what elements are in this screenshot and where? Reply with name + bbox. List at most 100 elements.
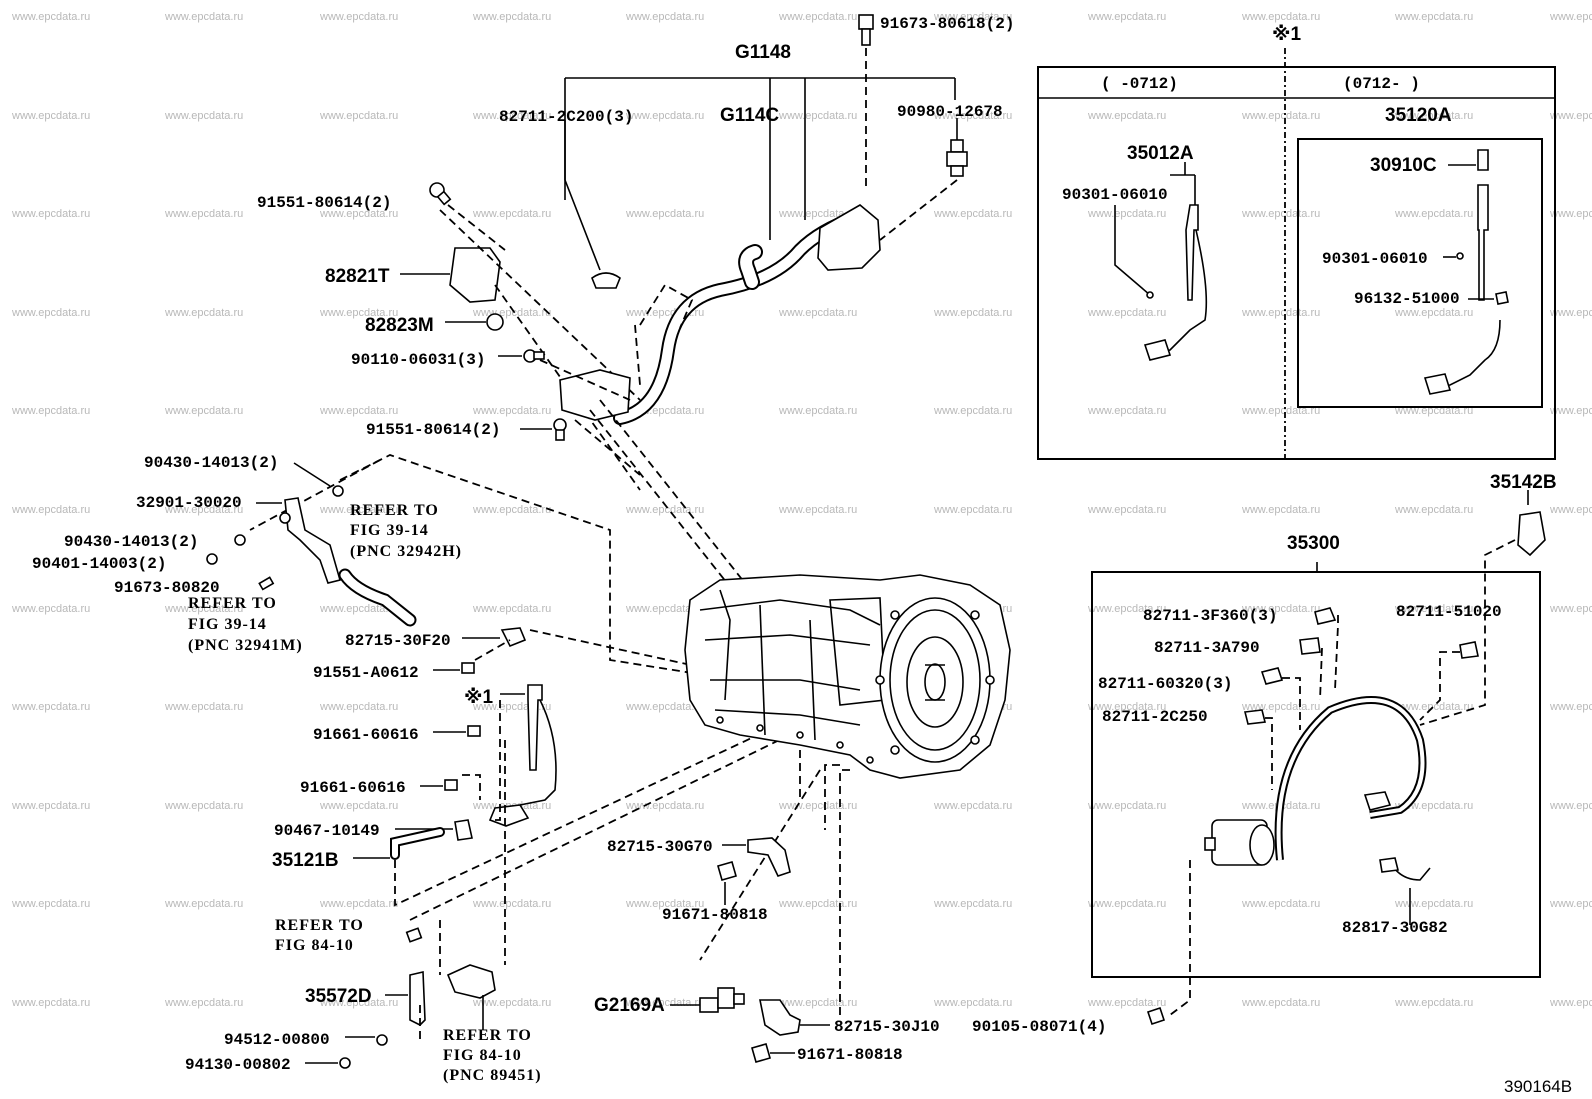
bolt-91551-80614-lower <box>553 418 567 441</box>
washer-90401-14003 <box>206 553 218 565</box>
wire-harness-inner <box>615 213 860 423</box>
label-90430-14013-b: 90430-14013(2) <box>64 533 198 551</box>
watermark-text: www.epcdata.ru <box>1087 307 1166 319</box>
watermark-text: www.epcdata.ru <box>625 800 704 812</box>
watermark-text: www.epcdata.ru <box>11 504 90 516</box>
sensor-35120a-wire <box>1429 319 1501 389</box>
watermark-text: www.epcdata.ru <box>11 11 90 23</box>
watermark-text: www.epcdata.ru <box>164 504 243 516</box>
note-refer-84-10-b-l2: FIG 84-10 <box>443 1047 522 1064</box>
watermark-text: www.epcdata.ru <box>1394 504 1473 516</box>
nut-90430-14013-b <box>279 512 291 524</box>
washer-94512-00800 <box>376 1034 388 1046</box>
sensor-35120a <box>1477 184 1489 301</box>
watermark-text: www.epcdata.ru <box>1241 997 1320 1009</box>
watermark-text: www.epcdata.ru <box>778 11 857 23</box>
watermark-text: www.epcdata.ru <box>1549 405 1592 417</box>
label-82821t: 82821T <box>325 266 390 287</box>
mount-bracket <box>446 964 496 999</box>
watermark-text: www.epcdata.ru <box>164 110 243 122</box>
label-box-right-header: (0712- ) <box>1343 75 1420 93</box>
watermark-text: www.epcdata.ru <box>319 898 398 910</box>
label-82711-2c200: 82711-2C200(3) <box>499 108 633 126</box>
watermark-text: www.epcdata.ru <box>1549 307 1592 319</box>
nut-90430-14013 <box>332 485 344 497</box>
clip-82817-30g82 <box>1379 857 1399 873</box>
watermark-text: www.epcdata.ru <box>164 701 243 713</box>
label-91673-80618: 91673-80618(2) <box>880 15 1014 33</box>
sensor-35012a <box>1185 204 1199 301</box>
diagram-id: 390164B <box>1504 1077 1572 1096</box>
watermark-text: www.epcdata.ru <box>472 405 551 417</box>
label-91671-80818-a: 91671-80818 <box>662 906 768 924</box>
watermark-text: www.epcdata.ru <box>11 307 90 319</box>
leader-dash <box>1334 615 1339 691</box>
label-82711-3f360: 82711-3F360(3) <box>1143 607 1277 625</box>
watermark-text: www.epcdata.ru <box>625 11 704 23</box>
clamp-82715-30f20 <box>500 627 527 648</box>
label-35121b: 35121B <box>272 850 339 871</box>
watermark-text: www.epcdata.ru <box>625 208 704 220</box>
watermark-text: www.epcdata.ru <box>1394 701 1473 713</box>
watermark-text: www.epcdata.ru <box>625 997 704 1009</box>
label-g114c: G114C <box>720 105 779 126</box>
watermark-text: www.epcdata.ru <box>11 800 90 812</box>
label-96132-51000: 96132-51000 <box>1354 290 1460 308</box>
connector-bracket <box>559 369 631 421</box>
label-94130-00802: 94130-00802 <box>185 1056 291 1074</box>
watermark-text: www.epcdata.ru <box>933 11 1012 23</box>
label-90401-14003: 90401-14003(2) <box>32 555 166 573</box>
watermark-text: www.epcdata.ru <box>933 208 1012 220</box>
watermark-text: www.epcdata.ru <box>1394 603 1473 615</box>
label-35300: 35300 <box>1287 533 1340 554</box>
label-82711-3a790: 82711-3A790 <box>1154 639 1260 657</box>
label-90467-10149: 90467-10149 <box>274 822 380 840</box>
leader-dash <box>824 764 840 830</box>
leader-line <box>293 462 331 487</box>
watermark-text: www.epcdata.ru <box>164 405 243 417</box>
watermark-text: www.epcdata.ru <box>625 701 704 713</box>
note-refer-84-10-b-l3: (PNC 89451) <box>443 1067 542 1084</box>
watermark-text: www.epcdata.ru <box>1394 11 1473 23</box>
transmission-assembly <box>684 574 1011 779</box>
cable-35300-inner <box>1276 698 1425 861</box>
watermark-text: www.epcdata.ru <box>11 405 90 417</box>
watermark-text: www.epcdata.ru <box>1087 405 1166 417</box>
sensor-35012a-wire <box>1149 229 1208 356</box>
watermark-text: www.epcdata.ru <box>164 307 243 319</box>
sensor-connector <box>488 804 530 827</box>
watermark-text: www.epcdata.ru <box>933 405 1012 417</box>
watermark-text: www.epcdata.ru <box>319 997 398 1009</box>
watermark-text: www.epcdata.ru <box>1241 898 1320 910</box>
watermark-text: www.epcdata.ru <box>164 208 243 220</box>
connector-35300 <box>1363 791 1392 811</box>
leader-dash <box>490 700 501 821</box>
leader-dash <box>462 774 481 800</box>
label-35120a: 35120A <box>1385 105 1452 126</box>
cable-sleeve-inner <box>340 570 415 625</box>
bracket-harness <box>817 204 881 271</box>
watermark-text: www.epcdata.ru <box>164 800 243 812</box>
leader-dash <box>1419 651 1460 721</box>
watermark-text: www.epcdata.ru <box>319 504 398 516</box>
nut-94130-00802 <box>339 1057 351 1069</box>
label-90301-06010-right: 90301-06010 <box>1322 250 1428 268</box>
watermark-text: www.epcdata.ru <box>1549 997 1592 1009</box>
watermark-text: www.epcdata.ru <box>1087 603 1166 615</box>
label-82715-30j10: 82715-30J10 <box>834 1018 940 1036</box>
watermark-text: www.epcdata.ru <box>319 405 398 417</box>
connector-90980-12678 <box>946 139 968 177</box>
watermark-text: www.epcdata.ru <box>778 504 857 516</box>
watermark-text: www.epcdata.ru <box>625 898 704 910</box>
o-ring-90301-06010 <box>1146 291 1154 299</box>
note-refer-39-14-b-l1: REFER TO <box>188 595 277 612</box>
label-30910c: 30910C <box>1370 155 1437 176</box>
leader-dash <box>539 359 631 401</box>
watermark-text: www.epcdata.ru <box>1087 208 1166 220</box>
bracket-82715-30g70 <box>747 837 791 877</box>
label-82711-2c250: 82711-2C250 <box>1102 708 1208 726</box>
watermark-text: www.epcdata.ru <box>933 307 1012 319</box>
watermark-text: www.epcdata.ru <box>319 701 398 713</box>
label-82817-30g82: 82817-30G82 <box>1342 919 1448 937</box>
bolt-ref-84-10 <box>405 927 423 943</box>
